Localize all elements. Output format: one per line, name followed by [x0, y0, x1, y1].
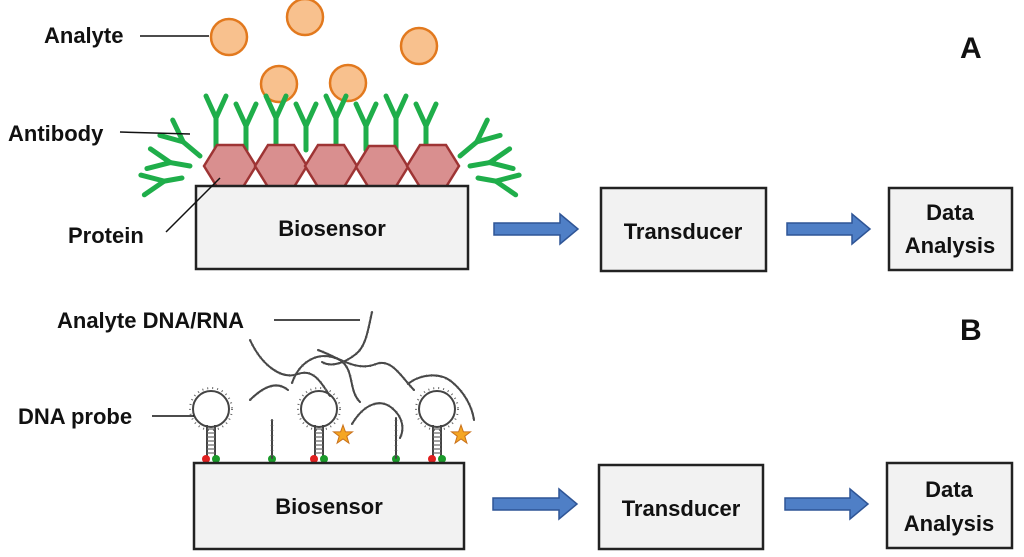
analysis-label-b-2: Analysis — [904, 511, 995, 536]
hairpin-probe — [189, 387, 233, 463]
fluorescence-flash — [450, 423, 472, 445]
quencher-dot — [428, 455, 436, 463]
transducer-box-b: Transducer — [597, 463, 765, 551]
antibodies — [138, 93, 522, 198]
analyte-dna-strands — [248, 311, 476, 439]
arrow-a1 — [493, 212, 580, 246]
antibody-y — [323, 93, 349, 153]
analyte-sphere — [259, 64, 299, 104]
analysis-label-a-1: Data — [926, 200, 974, 225]
probe-loop — [418, 390, 456, 428]
antibody-y — [263, 93, 289, 153]
antibody-y — [383, 93, 409, 153]
arrow-a2 — [786, 212, 872, 246]
analyte-dna-label: Analyte DNA/RNA — [57, 308, 244, 333]
antibody-y — [293, 101, 319, 153]
probe-loop — [192, 390, 230, 428]
antibody-label: Antibody — [8, 121, 104, 146]
arrow-b2 — [784, 487, 870, 521]
protein-leader — [165, 177, 221, 233]
fluorophore-dot — [320, 455, 328, 463]
arrow-b1 — [492, 487, 579, 521]
hairpin-probe — [415, 387, 472, 463]
analyte-sphere — [209, 17, 249, 57]
analyte-sphere — [328, 63, 368, 103]
antibody-y — [353, 101, 379, 153]
protein-hexagon — [303, 143, 359, 189]
quencher-dot — [310, 455, 318, 463]
probe-loop-bases — [189, 387, 233, 431]
hairpin-probe — [297, 387, 354, 463]
protein-hexagon — [354, 144, 410, 190]
analyte-sphere — [399, 26, 439, 66]
protein-hexagon — [202, 143, 258, 189]
analysis-box-b: Data Analysis — [885, 461, 1014, 550]
biosensor-label-b: Biosensor — [275, 494, 383, 519]
analyte-sphere — [285, 0, 325, 37]
transducer-label-a: Transducer — [624, 219, 743, 244]
fluorescence-flash — [332, 423, 354, 445]
analyte-label: Analyte — [44, 23, 123, 48]
biosensor-box-b: Biosensor — [192, 461, 466, 551]
panel-a-letter: A — [960, 32, 982, 65]
antibody-y — [467, 146, 516, 172]
panel-b: B — [18, 308, 1014, 551]
open-probes — [270, 417, 398, 459]
panel-b-letter: B — [960, 314, 982, 347]
dna-probe-label: DNA probe — [18, 404, 132, 429]
analyte-spheres — [209, 0, 439, 104]
antibody-y — [138, 172, 185, 198]
proteins — [202, 143, 461, 190]
antibody-y — [233, 101, 259, 153]
antibody-y — [457, 117, 503, 159]
transducer-box-a: Transducer — [599, 186, 768, 273]
protein-label: Protein — [68, 223, 144, 248]
quencher-dot — [202, 455, 210, 463]
transducer-label-b: Transducer — [622, 496, 741, 521]
antibody-leader — [119, 131, 191, 135]
dna-probes — [189, 387, 472, 463]
probe-loop-bases — [415, 387, 459, 431]
protein-hexagon — [253, 143, 309, 189]
panel-a: A Biosensor Analyte Antibody Protein Tra… — [8, 0, 1014, 273]
antibody-y — [203, 93, 229, 153]
antibody-y — [413, 101, 439, 153]
biosensor-box-a: Biosensor — [194, 184, 470, 271]
analysis-label-b-1: Data — [925, 477, 973, 502]
analysis-label-a-2: Analysis — [905, 233, 996, 258]
protein-hexagon — [405, 143, 461, 189]
antibody-y — [144, 146, 193, 172]
fluorophore-dot — [438, 455, 446, 463]
fluorophore-dot — [212, 455, 220, 463]
antibody-y — [475, 172, 522, 198]
probe-loop-bases — [297, 387, 341, 431]
antibody-y — [157, 117, 203, 159]
biosensor-label-a: Biosensor — [278, 216, 386, 241]
analysis-box-a: Data Analysis — [887, 186, 1014, 272]
probe-loop — [300, 390, 338, 428]
